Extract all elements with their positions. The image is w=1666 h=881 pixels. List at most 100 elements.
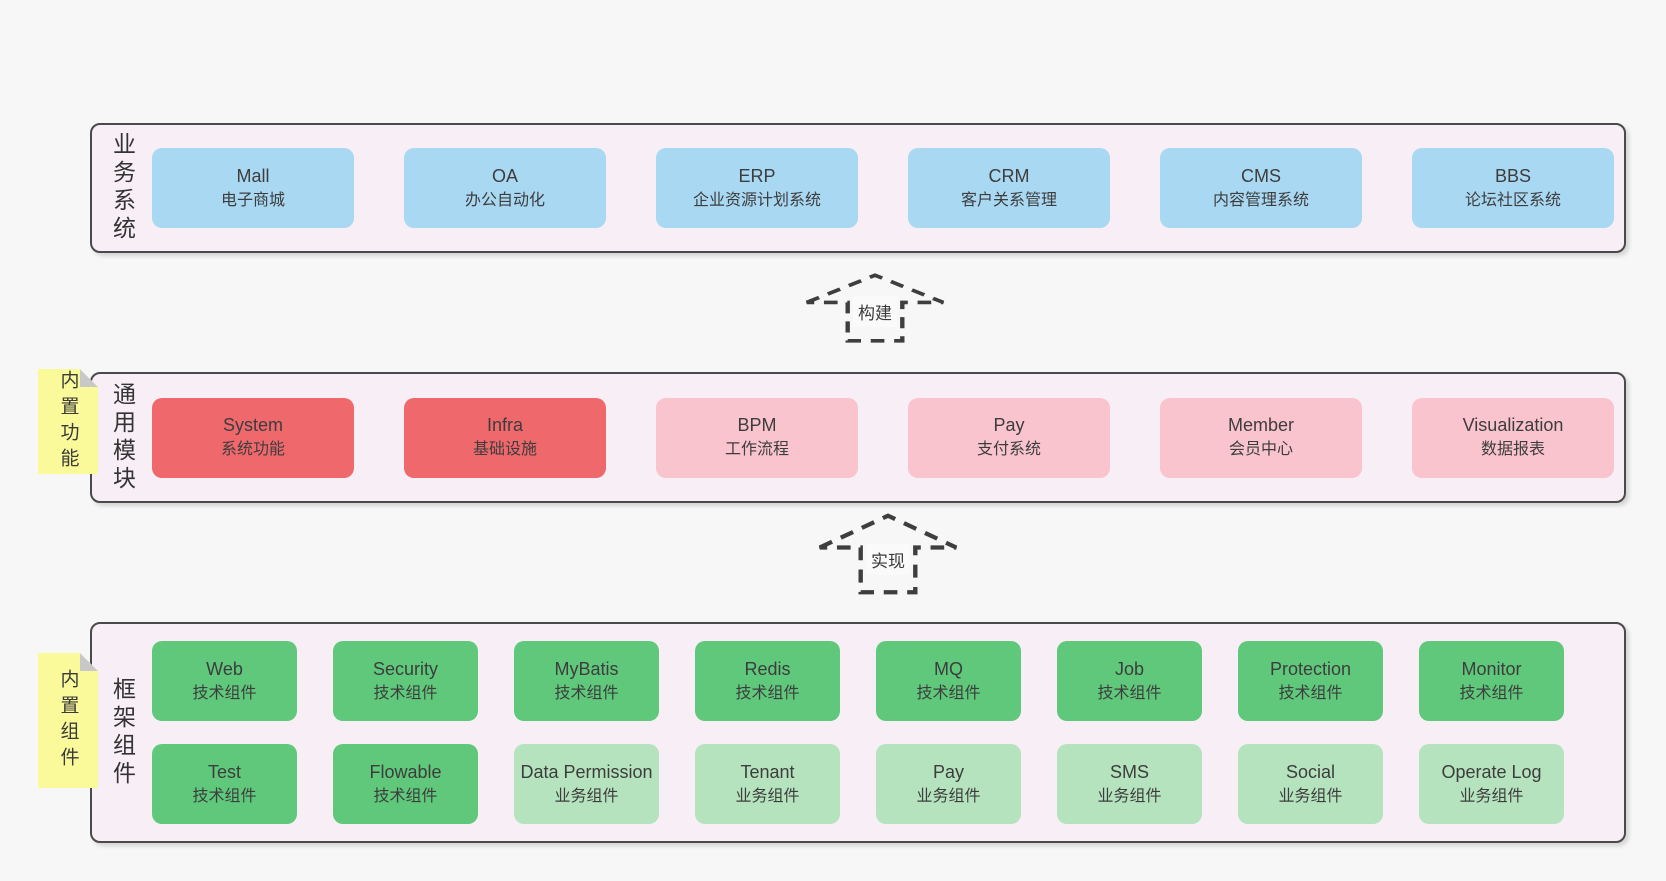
node-title: Social xyxy=(1285,761,1336,782)
note-builtin-features: 内置功能 xyxy=(38,369,98,474)
layer-label-common-modules: 通用模块 xyxy=(109,381,136,494)
node-title: Operate Log xyxy=(1441,761,1542,782)
node-flowable: Flowable 技术组件 xyxy=(333,744,478,824)
node-pay: Pay 业务组件 xyxy=(876,744,1021,824)
node-title: BBS xyxy=(1494,165,1532,186)
node-subtitle: 业务组件 xyxy=(1459,787,1524,805)
dashed-up-arrow-icon xyxy=(805,273,945,343)
node-subtitle: 会员中心 xyxy=(1228,441,1293,459)
node-mq: MQ 技术组件 xyxy=(876,641,1021,721)
node-subtitle: 技术组件 xyxy=(192,787,257,805)
node-subtitle: 业务组件 xyxy=(554,787,619,805)
node-title: Visualization xyxy=(1462,415,1564,435)
node-subtitle: 内容管理系统 xyxy=(1212,191,1309,209)
node-bbs: BBS 论坛社区系统 xyxy=(1412,148,1614,228)
node-title: CRM xyxy=(988,165,1030,186)
node-subtitle: 办公自动化 xyxy=(464,191,545,209)
node-subtitle: 技术组件 xyxy=(1278,684,1343,702)
node-subtitle: 工作流程 xyxy=(724,441,789,459)
node-title: Member xyxy=(1227,415,1294,435)
node-subtitle: 论坛社区系统 xyxy=(1464,191,1561,209)
node-test: Test 技术组件 xyxy=(152,744,297,824)
node-title: Infra xyxy=(486,415,524,435)
node-subtitle: 技术组件 xyxy=(554,684,619,702)
layer-label-business-systems: 业务系统 xyxy=(109,132,136,244)
note-builtin-components: 内置组件 xyxy=(38,653,98,788)
node-subtitle: 客户关系管理 xyxy=(960,191,1057,209)
node-title: Flowable xyxy=(369,761,442,782)
node-subtitle: 技术组件 xyxy=(373,684,438,702)
node-subtitle: 技术组件 xyxy=(916,684,981,702)
arrow-implement-label: 实现 xyxy=(866,544,910,575)
node-title: Pay xyxy=(932,761,965,782)
node-title: Data Permission xyxy=(520,761,653,782)
node-subtitle: 业务组件 xyxy=(1097,787,1162,805)
node-title: Test xyxy=(207,761,241,782)
node-tenant: Tenant 业务组件 xyxy=(695,744,840,824)
node-cms: CMS 内容管理系统 xyxy=(1160,148,1362,228)
node-title: ERP xyxy=(738,165,776,186)
node-subtitle: 技术组件 xyxy=(1097,684,1162,702)
node-title: Tenant xyxy=(740,761,795,782)
arrow-build-label: 构建 xyxy=(853,296,897,327)
node-title: Redis xyxy=(744,658,791,679)
node-sms: SMS 业务组件 xyxy=(1057,744,1202,824)
arrow-build: 构建 xyxy=(797,272,953,344)
node-redis: Redis 技术组件 xyxy=(695,641,840,721)
node-erp: ERP 企业资源计划系统 xyxy=(656,148,858,228)
node-mybatis: MyBatis 技术组件 xyxy=(514,641,659,721)
dashed-up-arrow-icon xyxy=(818,513,958,595)
node-protection: Protection 技术组件 xyxy=(1238,641,1383,721)
node-title: Pay xyxy=(993,415,1025,435)
node-subtitle: 业务组件 xyxy=(916,787,981,805)
node-title: System xyxy=(222,415,283,435)
node-title: Protection xyxy=(1269,658,1352,679)
node-system: System 系统功能 xyxy=(152,397,354,478)
layer-label-framework-components: 框架组件 xyxy=(109,676,136,789)
node-subtitle: 基础设施 xyxy=(472,441,537,459)
node-title: BPM xyxy=(737,415,777,435)
node-monitor: Monitor 技术组件 xyxy=(1419,641,1564,721)
note-builtin-features-label: 内置功能 xyxy=(57,369,79,474)
node-subtitle: 数据报表 xyxy=(1480,441,1545,459)
note-builtin-components-label: 内置组件 xyxy=(57,668,79,773)
node-title: MyBatis xyxy=(554,658,619,679)
node-title: Monitor xyxy=(1461,658,1522,679)
node-bpm: BPM 工作流程 xyxy=(656,397,858,478)
node-visualization: Visualization 数据报表 xyxy=(1412,397,1614,478)
node-subtitle: 技术组件 xyxy=(373,787,438,805)
node-data-permission: Data Permission 业务组件 xyxy=(514,744,659,824)
node-subtitle: 业务组件 xyxy=(1278,787,1343,805)
node-title: Job xyxy=(1114,658,1145,679)
node-subtitle: 业务组件 xyxy=(735,787,800,805)
node-mall: Mall 电子商城 xyxy=(152,148,354,228)
arrow-implement: 实现 xyxy=(810,512,966,596)
node-title: SMS xyxy=(1109,761,1149,782)
node-social: Social 业务组件 xyxy=(1238,744,1383,824)
node-crm: CRM 客户关系管理 xyxy=(908,148,1110,228)
node-subtitle: 技术组件 xyxy=(1459,684,1524,702)
node-subtitle: 电子商城 xyxy=(220,191,285,209)
node-subtitle: 系统功能 xyxy=(220,441,285,459)
node-title: Web xyxy=(206,658,243,679)
node-member: Member 会员中心 xyxy=(1160,397,1362,478)
node-title: MQ xyxy=(934,658,963,679)
node-subtitle: 企业资源计划系统 xyxy=(692,191,821,209)
node-title: Mall xyxy=(236,165,270,186)
node-title: CMS xyxy=(1241,165,1281,186)
node-subtitle: 技术组件 xyxy=(735,684,800,702)
